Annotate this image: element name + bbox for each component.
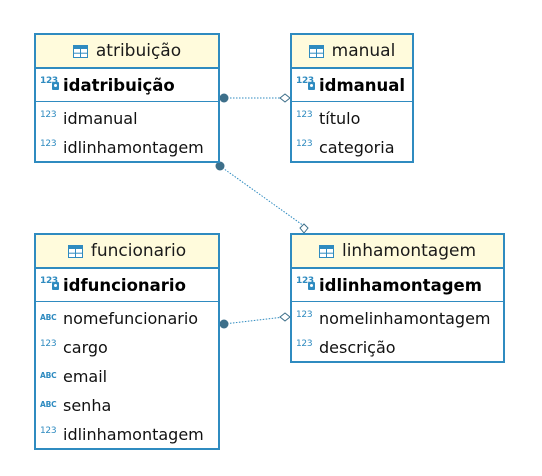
relationship-atribuicao-linhamontagem-target-diamond: [299, 223, 309, 234]
numeric-key-icon: 123: [40, 76, 60, 92]
numeric-type-icon: 123: [296, 138, 313, 149]
column-name: idfuncionario: [63, 275, 186, 295]
column-row[interactable]: 123 cargo: [36, 333, 218, 362]
text-type-icon: ABC: [40, 312, 57, 322]
column-name: email: [63, 367, 108, 386]
table-icon: [72, 44, 88, 58]
entity-header[interactable]: linhamontagem: [292, 235, 503, 269]
numeric-key-icon: 123: [40, 276, 60, 292]
numeric-type-icon: 123: [296, 309, 313, 320]
column-name: senha: [63, 396, 112, 415]
column-name: idatribuição: [63, 75, 175, 95]
column-name: idmanual: [63, 109, 138, 128]
numeric-type-icon: 123: [40, 425, 57, 436]
column-row[interactable]: 123 nomelinhamontagem: [292, 304, 503, 333]
column-row[interactable]: 123 idlinhamontagem: [36, 420, 218, 449]
entity-title: funcionario: [90, 241, 187, 261]
column-name: categoria: [319, 138, 395, 157]
relationship-funcionario-linhamontagem: [223, 316, 285, 325]
entity-atribuicao[interactable]: atribuição 123 idatribuição 123 idmanual…: [34, 33, 220, 163]
text-type-icon: ABC: [40, 370, 57, 380]
relationship-atribuicao-manual-target-diamond: [279, 93, 291, 103]
entity-header[interactable]: manual: [292, 35, 412, 69]
column-name: título: [319, 109, 361, 128]
column-name: idlinhamontagem: [63, 138, 204, 157]
column-row[interactable]: 123 categoria: [292, 133, 412, 162]
numeric-type-icon: 123: [296, 338, 313, 349]
column-row[interactable]: ABC nomefuncionario: [36, 304, 218, 333]
relationship-funcionario-linhamontagem-source-dot: [219, 319, 229, 329]
table-icon: [308, 44, 324, 58]
column-row[interactable]: 123 idmanual: [36, 104, 218, 133]
entity-linhamontagem[interactable]: linhamontagem 123 idlinhamontagem 123 no…: [290, 233, 505, 363]
entity-title: manual: [331, 41, 396, 61]
numeric-key-icon: 123: [296, 76, 316, 92]
column-name: nomelinhamontagem: [319, 309, 491, 328]
column-name: idmanual: [319, 75, 406, 95]
column-row[interactable]: 123 descrição: [292, 333, 503, 362]
column-name: descrição: [319, 338, 396, 357]
numeric-type-icon: 123: [296, 109, 313, 120]
text-type-icon: ABC: [40, 399, 57, 409]
entity-manual[interactable]: manual 123 idmanual 123 título 123 categ…: [290, 33, 414, 163]
column-name: idlinhamontagem: [63, 425, 204, 444]
table-icon: [67, 244, 83, 258]
entity-header[interactable]: atribuição: [36, 35, 218, 69]
primary-key-row[interactable]: 123 idfuncionario: [36, 269, 218, 302]
numeric-type-icon: 123: [40, 109, 57, 120]
primary-key-row[interactable]: 123 idlinhamontagem: [292, 269, 503, 302]
column-row[interactable]: 123 idlinhamontagem: [36, 133, 218, 162]
table-icon: [318, 244, 334, 258]
numeric-key-icon: 123: [296, 276, 316, 292]
entity-title: atribuição: [95, 41, 182, 61]
relationship-atribuicao-linhamontagem: [219, 165, 305, 227]
primary-key-row[interactable]: 123 idatribuição: [36, 69, 218, 102]
column-row[interactable]: ABC email: [36, 362, 218, 391]
entity-title: linhamontagem: [341, 241, 477, 261]
relationship-funcionario-linhamontagem-target-diamond: [279, 312, 291, 322]
numeric-type-icon: 123: [40, 338, 57, 349]
column-name: cargo: [63, 338, 108, 357]
relationship-atribuicao-manual-source-dot: [219, 93, 229, 103]
column-row[interactable]: ABC senha: [36, 391, 218, 420]
column-name: nomefuncionario: [63, 309, 199, 328]
entity-funcionario[interactable]: funcionario 123 idfuncionario ABC nomefu…: [34, 233, 220, 450]
column-row[interactable]: 123 título: [292, 104, 412, 133]
primary-key-row[interactable]: 123 idmanual: [292, 69, 412, 102]
numeric-type-icon: 123: [40, 138, 57, 149]
entity-header[interactable]: funcionario: [36, 235, 218, 269]
column-name: idlinhamontagem: [319, 275, 482, 295]
